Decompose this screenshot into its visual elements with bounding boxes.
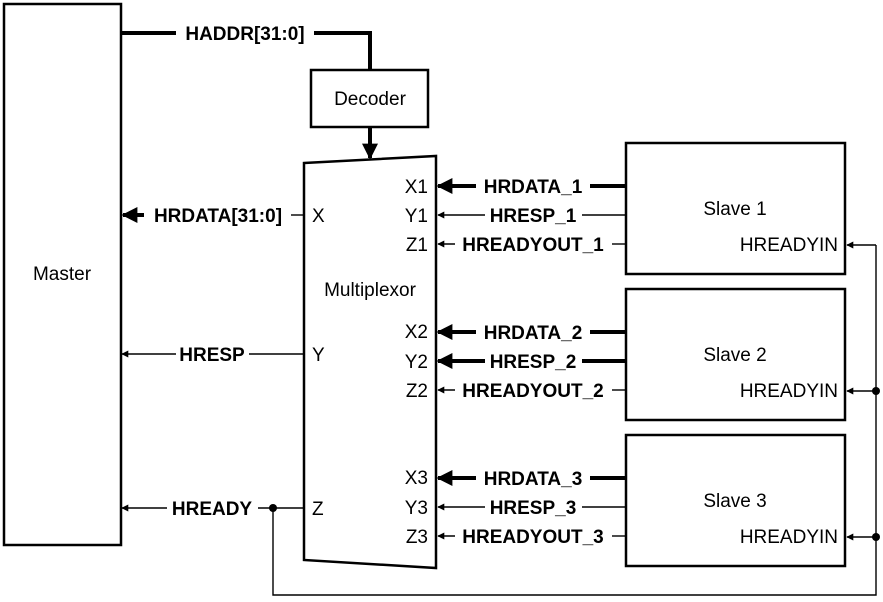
mux-port-x2: X2 [405,322,428,343]
hrdata-2-label: HRDATA_2 [484,323,583,344]
mux-port-z2: Z2 [406,381,428,402]
slave-3-label: Slave 3 [703,491,766,512]
hreadyout-2-label: HREADYOUT_2 [462,381,603,402]
slave-2-label: Slave 2 [703,345,766,366]
slave-3-block [624,433,847,568]
mux-port-y1: Y1 [405,206,428,227]
mux-port-x3: X3 [405,468,428,489]
mux-port-y3: Y3 [405,498,428,519]
hresp-3-label: HRESP_3 [490,498,577,519]
slave-1-label: Slave 1 [703,199,766,220]
slave-1-hreadyin: HREADYIN [740,235,838,256]
mux-port-y2: Y2 [405,352,428,373]
hresp-2-label: HRESP_2 [490,352,577,373]
hreadyout-3-label: HREADYOUT_3 [462,527,603,548]
hready-master-label: HREADY [172,499,253,520]
hready-feedback-wire [272,245,877,596]
mux-port-z: Z [312,499,324,520]
slave-1-block [624,141,847,276]
hrdata-3-label: HRDATA_3 [484,469,583,490]
hresp-1-label: HRESP_1 [490,206,577,227]
slave-3-hreadyin: HREADYIN [740,527,838,548]
multiplexor-label: Multiplexor [324,280,417,301]
slave-2-block [624,287,847,422]
hresp-master-label: HRESP [179,345,245,366]
master-block [2,2,123,547]
mux-port-x: X [312,206,325,227]
multiplexor-block [302,154,438,570]
mux-port-y: Y [312,345,325,366]
hrdata-master-label: HRDATA[31:0] [154,206,282,227]
hrdata-1-label: HRDATA_1 [484,177,583,198]
hreadyout-1-label: HREADYOUT_1 [462,235,604,256]
mux-port-z3: Z3 [406,527,428,548]
decoder-label: Decoder [334,89,406,110]
haddr-label: HADDR[31:0] [185,24,304,45]
master-label: Master [33,264,92,285]
haddr-wire-b [314,31,372,70]
mux-port-z1: Z1 [406,235,428,256]
mux-port-x1: X1 [405,177,428,198]
decoder-block [309,68,430,129]
slave-2-hreadyin: HREADYIN [740,381,838,402]
